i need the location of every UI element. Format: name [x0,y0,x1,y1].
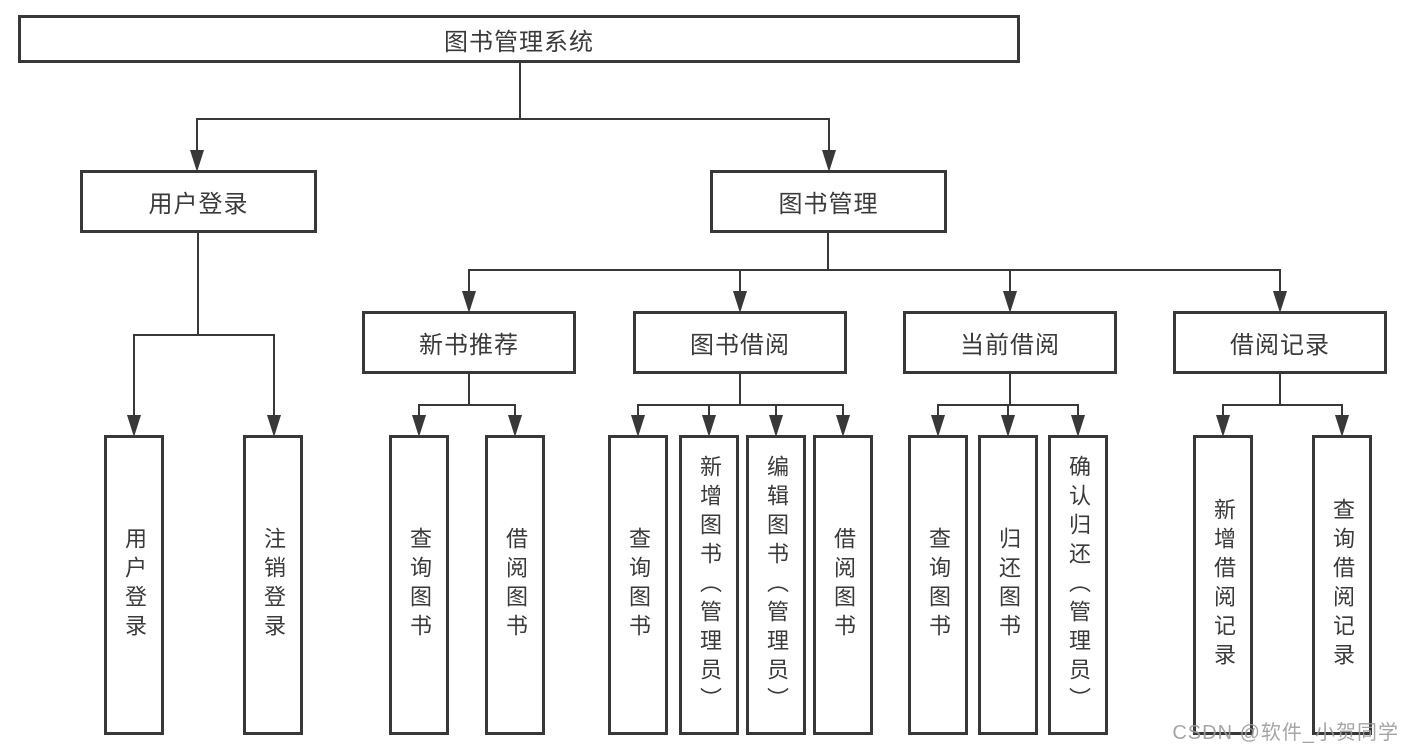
node-book-borrow: 图书借阅 [633,311,847,374]
arrow-down-icon [631,415,645,437]
arrow-down-icon [190,150,204,172]
connector-stem [468,374,470,405]
connector-bar [196,118,830,120]
connector-drop [775,405,777,417]
connector-bar [418,404,516,406]
connector-stem [1009,374,1011,405]
leaf-borrow-books-borrow: 借阅图书 [813,435,873,735]
leaf-borrow-books-newrec: 借阅图书 [485,435,545,735]
node-label: 图书管理系统 [444,28,594,56]
connector-drop [468,270,470,293]
connector-drop [418,405,420,417]
connector-drop [1009,270,1011,293]
arrow-down-icon [1003,291,1017,313]
node-label: 借阅图书 [503,527,528,643]
leaf-query-books-current: 查询图书 [908,435,968,735]
connector-drop [1007,405,1009,417]
node-current-borrow: 当前借阅 [903,311,1117,374]
arrow-down-icon [1216,415,1230,437]
leaf-add-borrow-record: 新增借阅记录 [1193,435,1253,735]
connector-drop [1077,405,1079,417]
leaf-add-book-admin: 新增图书（管理员） [679,435,739,735]
connector-drop [1222,405,1224,417]
arrow-down-icon [508,415,522,437]
connector-bar [637,404,844,406]
connector-drop [1341,405,1343,417]
node-label: 查询图书 [926,527,951,643]
connector-drop [842,405,844,417]
node-label: 查询图书 [626,527,651,643]
connector-drop [739,270,741,293]
node-user-login: 用户登录 [80,170,317,233]
node-label: 新增借阅记录 [1211,498,1236,672]
node-label: 确认归还（管理员） [1066,454,1091,716]
arrow-down-icon [1335,415,1349,437]
node-label: 注销登录 [261,527,286,643]
connector-stem [739,374,741,405]
node-label: 新增图书（管理员） [697,454,722,716]
node-borrow-records: 借阅记录 [1173,311,1387,374]
node-label: 查询借阅记录 [1330,498,1355,672]
connector-drop [133,335,135,417]
connector-stem [519,63,521,119]
connector-drop [514,405,516,417]
connector-drop [273,335,275,417]
node-label: 图书管理 [778,191,879,218]
node-new-book-recommend: 新书推荐 [362,311,576,374]
leaf-query-books-borrow: 查询图书 [608,435,668,735]
node-label: 用户登录 [122,527,147,643]
connector-drop [708,405,710,417]
connector-drop [637,405,639,417]
connector-bar [1222,404,1343,406]
arrow-down-icon [267,415,281,437]
node-label: 归还图书 [996,527,1021,643]
node-label: 新书推荐 [419,332,519,359]
arrow-down-icon [733,291,747,313]
arrow-down-icon [931,415,945,437]
arrow-down-icon [412,415,426,437]
arrow-down-icon [702,415,716,437]
connector-drop [1279,270,1281,293]
node-label: 图书借阅 [690,332,790,359]
leaf-edit-book-admin: 编辑图书（管理员） [746,435,806,735]
node-label: 借阅图书 [831,527,856,643]
connector-drop [828,119,830,152]
arrow-down-icon [769,415,783,437]
arrow-down-icon [836,415,850,437]
csdn-watermark: CSDN @软件_小贺同学 [1172,722,1399,744]
arrow-down-icon [822,150,836,172]
arrow-down-icon [1273,291,1287,313]
leaf-confirm-return-admin: 确认归还（管理员） [1048,435,1108,735]
connector-stem [1279,374,1281,405]
arrow-down-icon [1071,415,1085,437]
connector-bar [468,269,1281,271]
arrow-down-icon [462,291,476,313]
connector-bar [133,334,275,336]
leaf-query-borrow-record: 查询借阅记录 [1312,435,1372,735]
node-label: 用户登录 [148,191,249,218]
connector-drop [937,405,939,417]
leaf-return-books: 归还图书 [978,435,1038,735]
node-label: 查询图书 [407,527,432,643]
connector-drop [196,119,198,152]
node-label: 借阅记录 [1230,332,1330,359]
connector-stem [827,233,829,270]
node-book-management: 图书管理 [710,170,947,233]
arrow-down-icon [127,415,141,437]
arrow-down-icon [1001,415,1015,437]
leaf-logout: 注销登录 [243,435,303,735]
node-label: 编辑图书（管理员） [764,454,789,716]
node-library-management-system: 图书管理系统 [18,15,1020,63]
leaf-user-login: 用户登录 [104,435,164,735]
leaf-query-books-newrec: 查询图书 [389,435,449,735]
connector-stem [197,233,199,335]
node-label: 当前借阅 [960,332,1060,359]
